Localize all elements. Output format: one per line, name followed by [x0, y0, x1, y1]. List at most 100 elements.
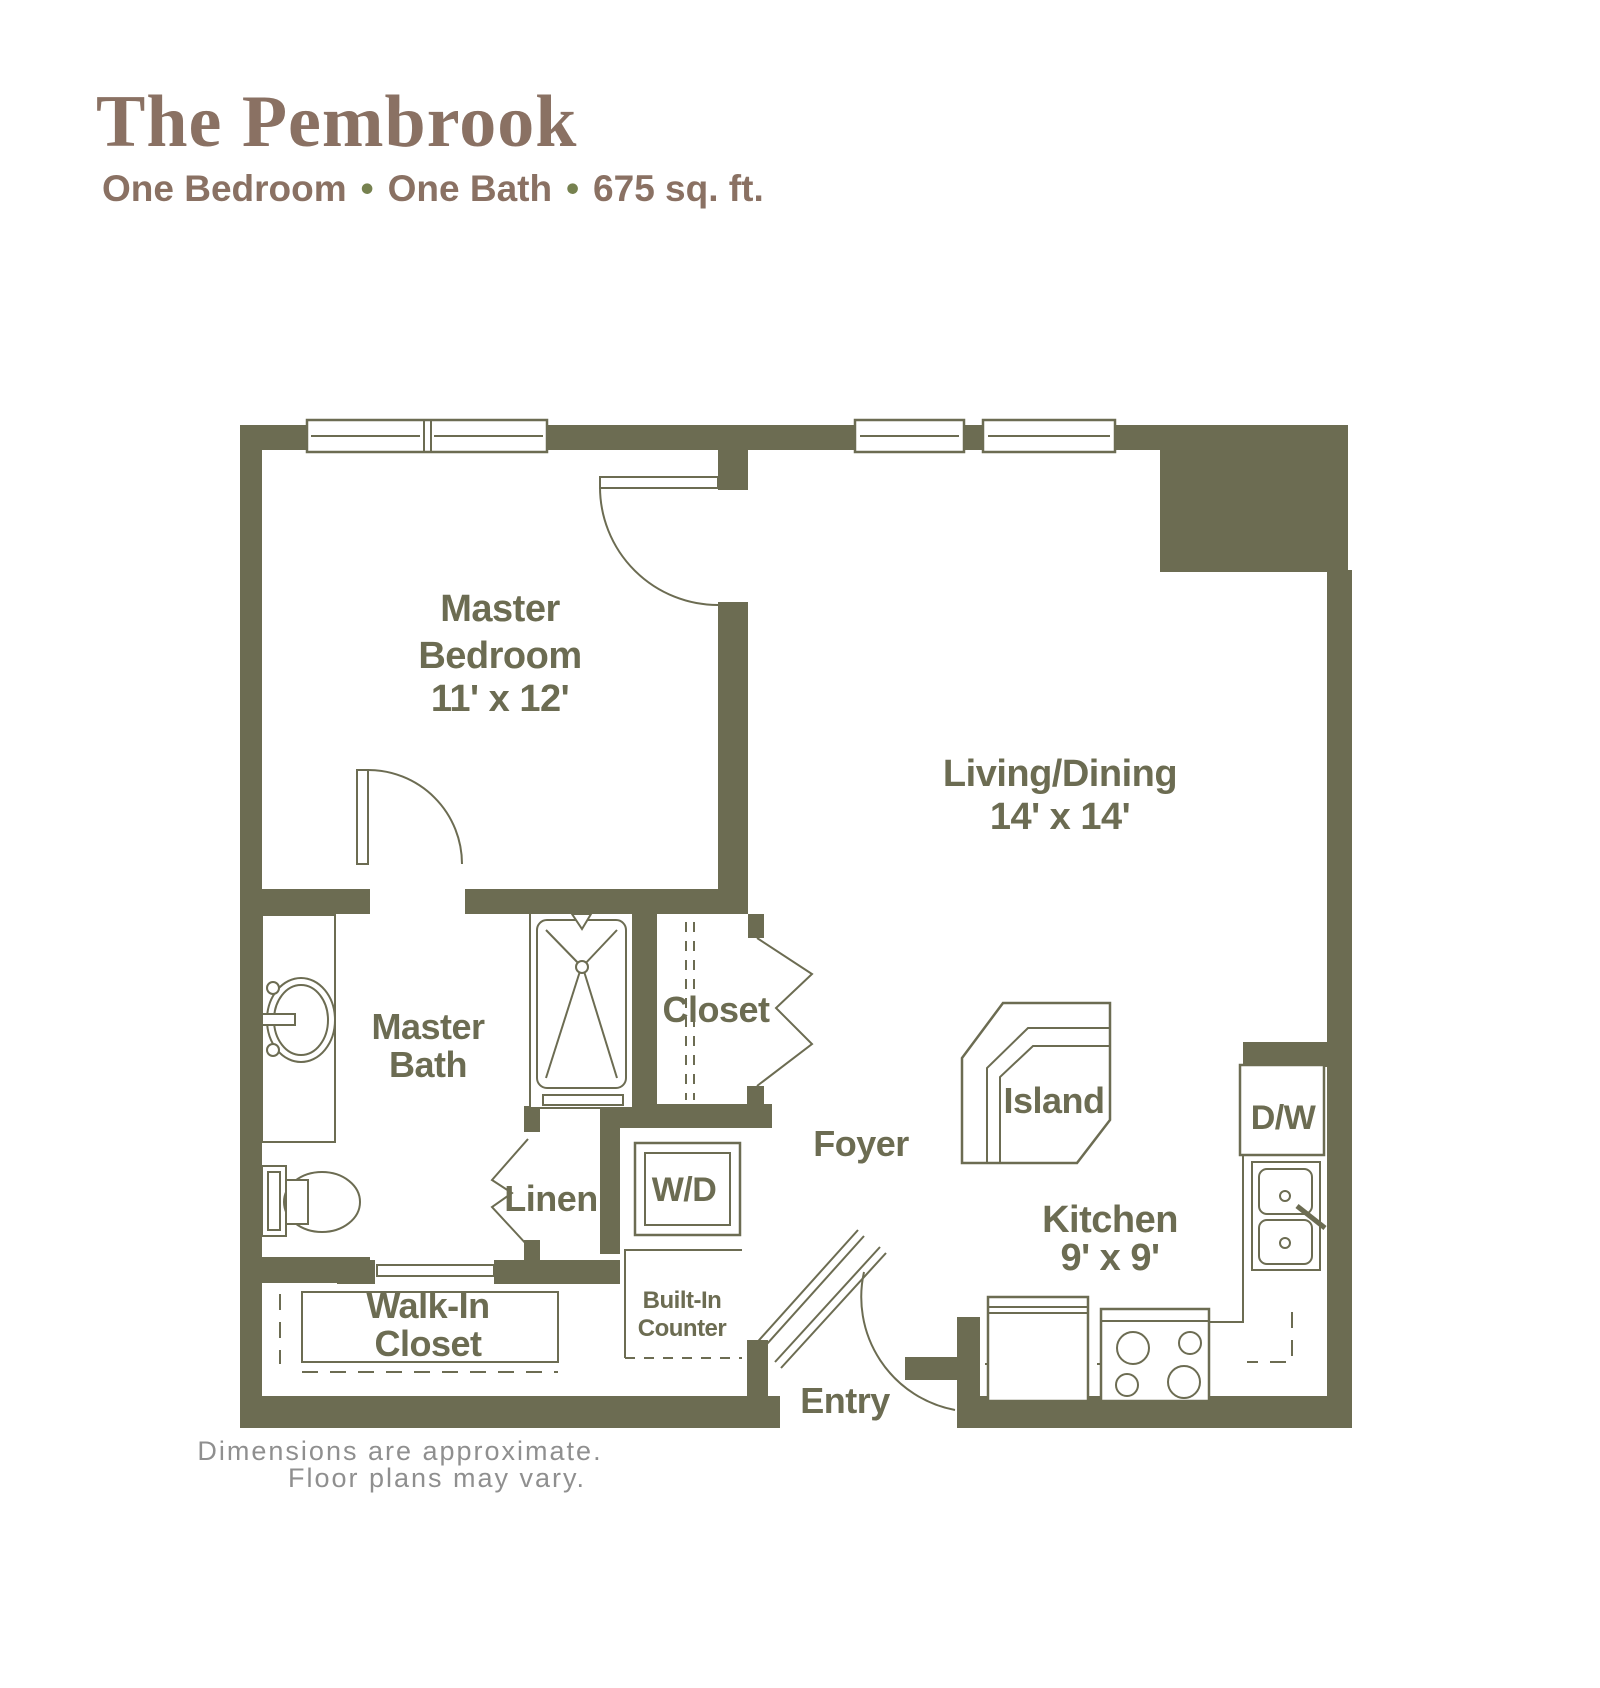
living-window-1 — [853, 418, 966, 454]
burner-icon — [1115, 1373, 1139, 1397]
closet-bifold-doors — [756, 937, 814, 1087]
island-counter — [960, 1001, 1112, 1165]
washer-dryer-unit — [633, 1141, 742, 1237]
entry-door-stub — [747, 1340, 768, 1396]
label-built-in-counter-line2: Counter — [638, 1315, 727, 1342]
label-kitchen: Kitchen — [1042, 1199, 1178, 1241]
wall-bedroom-partition-upper — [718, 450, 748, 490]
wall-bath-top-left — [262, 889, 370, 914]
subtitle-area: 675 sq. ft. — [593, 168, 764, 209]
faucet-icon — [1295, 1204, 1327, 1230]
burner-icon — [1178, 1331, 1202, 1355]
closet-bifold-top-jamb — [748, 914, 764, 938]
bifold-door-zigzag — [756, 937, 814, 1087]
label-living-dining-dims: 14' x 14' — [990, 796, 1130, 838]
range-stove — [1099, 1307, 1211, 1403]
angled-door-leaf — [780, 1252, 887, 1369]
refrigerator — [986, 1295, 1090, 1403]
label-master-bath-line2: Bath — [389, 1044, 467, 1085]
sink-drain — [1279, 1190, 1291, 1202]
label-living-dining: Living/Dining — [943, 753, 1177, 795]
toilet-seat-hinge — [285, 1179, 309, 1225]
subtitle-bedrooms: One Bedroom — [102, 168, 347, 209]
shower-pan-slope-line — [545, 929, 582, 967]
label-linen: Linen — [504, 1178, 598, 1219]
laundry-area — [624, 1141, 742, 1359]
shower-pan-slope-line — [545, 967, 582, 1079]
toilet — [261, 1165, 361, 1237]
sink-basin — [1258, 1168, 1313, 1215]
counter-dashed-edge — [1247, 1312, 1293, 1363]
burner-icon — [1167, 1365, 1201, 1399]
sink-drain — [1279, 1237, 1291, 1249]
dishwasher-outline — [1238, 1063, 1326, 1157]
shower-head-icon — [570, 913, 593, 931]
wall-wd-niche-left — [600, 1126, 620, 1254]
interior-walls — [240, 450, 1330, 1428]
doors — [356, 476, 956, 1411]
wall-bath-closet — [633, 914, 657, 1106]
label-walk-in-closet-line2: Closet — [374, 1323, 482, 1364]
wall-left — [240, 425, 262, 1428]
label-dishwasher: D/W — [1251, 1099, 1317, 1137]
island-inner-edge — [986, 1027, 1110, 1163]
counter-front-edge — [1210, 1067, 1244, 1323]
door-leaf — [356, 769, 369, 865]
angled-door-leaf — [757, 1235, 865, 1355]
shower — [529, 912, 634, 1109]
windows — [305, 418, 1117, 454]
bifold-door-zigzag — [490, 1138, 529, 1247]
wall-bottom-left — [240, 1396, 780, 1428]
door-swing-arc — [599, 486, 719, 606]
wd-closet-doors — [751, 1229, 887, 1369]
sink-basin — [1258, 1219, 1313, 1265]
disclaimer: Dimensions are approximate. Floor plans … — [197, 1436, 600, 1493]
label-master-bath-line1: Master — [371, 1006, 485, 1047]
label-foyer: Foyer — [813, 1123, 909, 1164]
shower-pan-slope-line — [582, 929, 618, 967]
bullet-separator-icon: • — [566, 168, 579, 209]
label-master-bedroom-line2: Bedroom — [418, 635, 581, 677]
label-master-bedroom-dims: 11' x 12' — [431, 678, 569, 720]
wall-bedroom-partition-lower — [718, 602, 748, 892]
room-labels: Master Bedroom 11' x 12' Living/Dining 1… — [366, 588, 1317, 1421]
bedroom-window — [305, 418, 549, 454]
label-entry: Entry — [800, 1380, 890, 1421]
dishwasher-unit — [1238, 1063, 1326, 1157]
page-title: The Pembrook — [96, 81, 577, 163]
island-inner-edge — [999, 1045, 1110, 1163]
built-in-counter-outline — [624, 1249, 742, 1358]
label-walk-in-closet-line1: Walk-In — [366, 1285, 489, 1326]
living-window-2 — [981, 418, 1117, 454]
closet-shelf-outline — [301, 1291, 559, 1363]
walkin-closet-shelving — [279, 1291, 559, 1373]
wall-kitchen-counter-stub — [1243, 1042, 1330, 1067]
washer-dryer-inner — [644, 1152, 731, 1226]
closet-details — [279, 922, 695, 1373]
door-swing-arc — [367, 769, 463, 865]
toilet-tank — [261, 1165, 287, 1237]
walkin-door-stub-right — [494, 1260, 620, 1284]
walkin-closet-door — [376, 1264, 495, 1277]
wall-top-right-block — [1160, 448, 1348, 572]
label-built-in-counter-line1: Built-In — [643, 1287, 722, 1314]
wall-bath-top-right — [465, 889, 748, 914]
burner-icon — [1116, 1331, 1150, 1365]
closet-bifold-bottom-jamb — [747, 1086, 764, 1108]
bath-fixtures — [261, 912, 634, 1237]
refrigerator-outline — [986, 1295, 1090, 1403]
wall-kitchen-threshold — [905, 1357, 957, 1380]
label-island: Island — [1003, 1080, 1104, 1121]
walkin-door-stub-left — [337, 1260, 375, 1284]
label-washer-dryer: W/D — [652, 1171, 717, 1209]
shower-enclosure — [529, 912, 634, 1109]
disclaimer-line2: Floor plans may vary. — [288, 1463, 586, 1493]
bullet-separator-icon: • — [361, 168, 374, 209]
bath-door — [356, 769, 463, 865]
label-closet: Closet — [662, 989, 770, 1030]
toilet-tank-inner — [267, 1171, 281, 1231]
door-leaf — [376, 1264, 495, 1277]
door-leaf — [599, 476, 719, 489]
linen-bifold-doors — [490, 1138, 529, 1247]
kitchen-sink — [1251, 1161, 1327, 1271]
